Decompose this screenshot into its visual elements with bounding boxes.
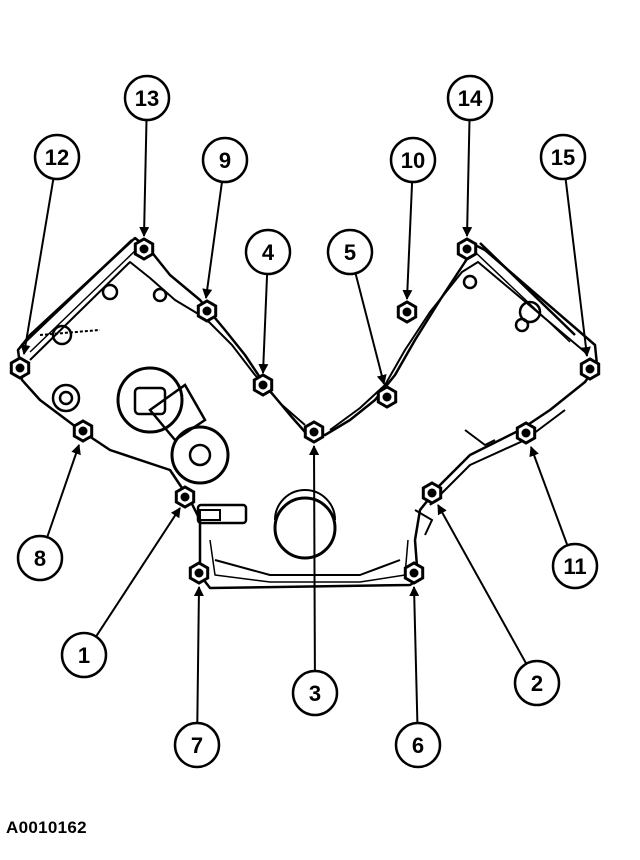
callout-10: 10 — [389, 136, 437, 184]
leader-11 — [529, 446, 569, 546]
callout-11: 11 — [551, 542, 599, 590]
leader-1 — [95, 507, 181, 638]
callout-number: 12 — [45, 145, 69, 170]
callout-4: 4 — [244, 228, 292, 276]
bolt-8 — [72, 419, 94, 443]
sensor-bracket — [196, 503, 248, 525]
callout-number: 7 — [191, 733, 203, 758]
bolt-4 — [252, 373, 274, 397]
leader-5 — [354, 273, 387, 385]
leader-12 — [20, 178, 55, 355]
bolt-2 — [421, 481, 443, 505]
bolt-3 — [303, 420, 325, 444]
callout-7: 7 — [173, 721, 221, 769]
leader-9 — [202, 181, 223, 299]
callout-number: 1 — [78, 643, 90, 668]
bolt-10 — [396, 300, 418, 324]
timing-cover — [16, 236, 599, 590]
callout-14: 14 — [446, 74, 494, 122]
callout-5: 5 — [326, 228, 374, 276]
callout-number: 3 — [309, 681, 321, 706]
leader-10 — [402, 181, 414, 300]
bolt-5 — [376, 385, 398, 409]
bolt-6 — [403, 561, 425, 585]
leader-14 — [462, 119, 473, 237]
bolt-9 — [196, 299, 218, 323]
bolt-11 — [515, 421, 537, 445]
crankshaft-seal — [273, 496, 337, 560]
leader-lines — [20, 119, 591, 724]
tensioner-pulley — [170, 425, 230, 485]
callout-number: 11 — [563, 554, 586, 579]
boss-right — [518, 300, 542, 324]
bolt-12 — [9, 356, 31, 380]
callout-number: 6 — [412, 733, 424, 758]
callout-number: 8 — [34, 546, 46, 571]
callout-number: 10 — [401, 148, 425, 173]
leader-13 — [139, 119, 150, 237]
leader-3 — [309, 445, 320, 672]
leader-7 — [193, 586, 204, 724]
callout-8: 8 — [16, 534, 64, 582]
callout-number: 13 — [135, 86, 159, 111]
cover-details — [39, 274, 542, 560]
callout-3: 3 — [291, 669, 339, 717]
callout-number: 15 — [551, 145, 575, 170]
callout-number: 4 — [262, 240, 275, 265]
callout-number: 9 — [219, 148, 231, 173]
callout-6: 6 — [394, 721, 442, 769]
callout-9: 9 — [201, 136, 249, 184]
leader-2 — [437, 504, 528, 665]
leader-15 — [564, 178, 591, 357]
bolt-7 — [188, 561, 210, 585]
callout-number: 14 — [458, 86, 483, 111]
callout-12: 12 — [33, 133, 81, 181]
callout-15: 15 — [539, 133, 587, 181]
callout-13: 13 — [123, 74, 171, 122]
bolt-13 — [133, 237, 155, 261]
bolt-1 — [174, 485, 196, 509]
callout-number: 2 — [531, 671, 543, 696]
boss-left — [51, 383, 81, 413]
figure-id: A0010162 — [6, 818, 87, 837]
callout-1: 1 — [60, 631, 108, 679]
bolt-15 — [579, 357, 601, 381]
callout-number: 5 — [344, 240, 356, 265]
leader-8 — [46, 444, 81, 538]
callout-2: 2 — [513, 659, 561, 707]
idler-hub — [116, 366, 184, 434]
leader-6 — [409, 586, 420, 724]
bolts — [9, 237, 601, 585]
leader-4 — [258, 273, 269, 374]
bolt-14 — [456, 237, 478, 261]
